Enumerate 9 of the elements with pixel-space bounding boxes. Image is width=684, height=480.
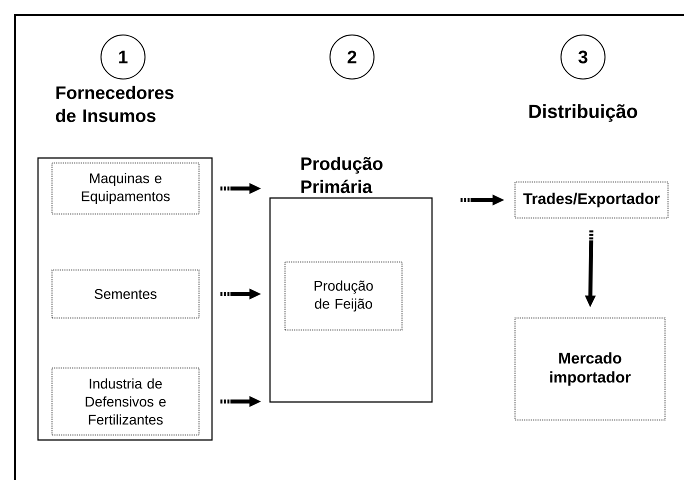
- item-box: Sementes: [52, 270, 200, 318]
- column-heading: Distribuição: [529, 104, 638, 122]
- item-box: Mercado importador: [514, 318, 666, 420]
- node-label: Produção Primária: [301, 156, 383, 194]
- item-box: Industria de Defensivos e Fertilizantes: [52, 368, 200, 436]
- item-box: Maquinas e Equipamentos: [52, 162, 200, 214]
- node-label: Fornecedores de Insumos: [56, 86, 174, 122]
- item-box: Produção de Feijão: [284, 262, 402, 330]
- item-box: Trades/Exportador: [514, 182, 668, 218]
